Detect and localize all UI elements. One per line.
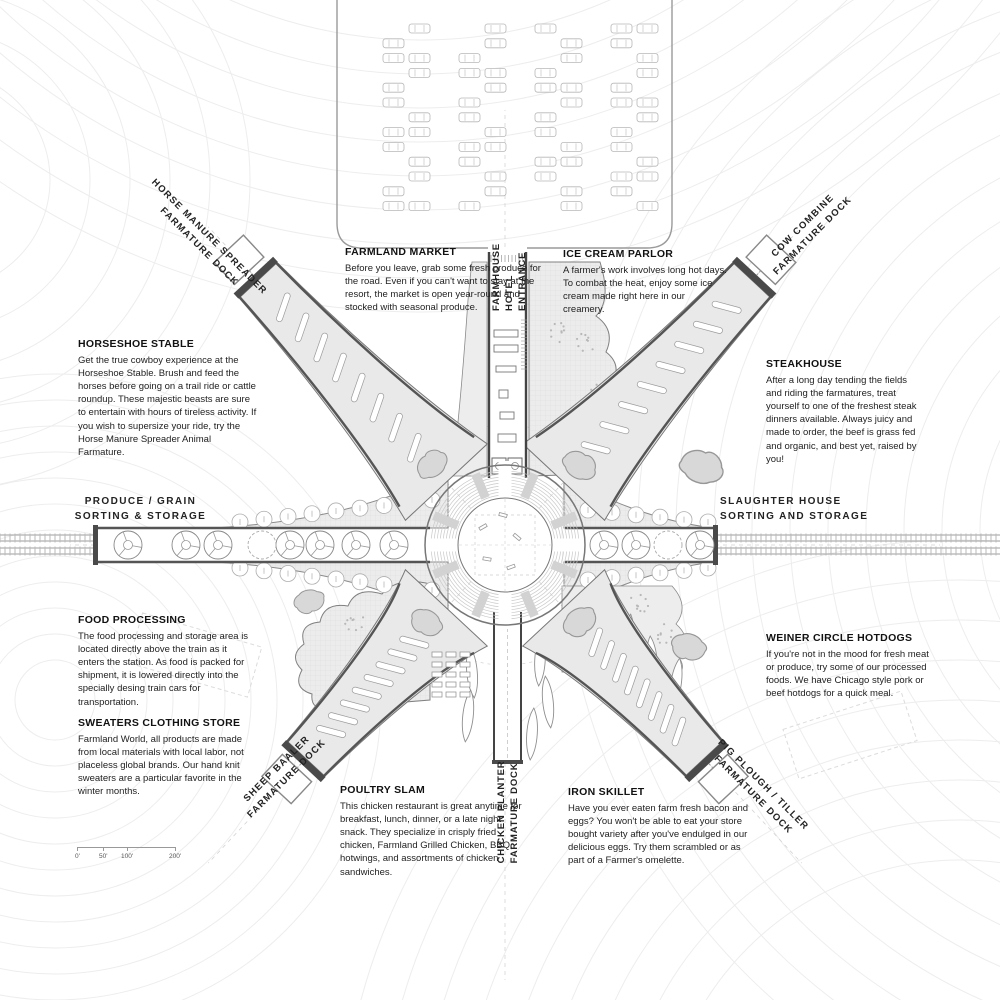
note-food-processing: FOOD PROCESSING The food processing and …	[78, 614, 250, 709]
note-ice-cream-parlor-body: A farmer's work involves long hot days. …	[563, 265, 727, 316]
note-weiner-circle-body: If you're not in the mood for fresh meat…	[766, 649, 929, 700]
scale-tick	[77, 847, 78, 851]
animal-figure	[411, 608, 444, 637]
note-farmland-market: FARMLAND MARKET Before you leave, grab s…	[345, 246, 541, 314]
note-steakhouse-body: After a long day tending the fields and …	[766, 375, 917, 465]
note-weiner-circle: WEINER CIRCLE HOTDOGS If you're not in t…	[766, 632, 938, 700]
note-iron-skillet-body: Have you ever eaten farm fresh bacon and…	[568, 803, 749, 867]
note-steakhouse: STEAKHOUSE After a long day tending the …	[766, 358, 924, 466]
scale-tick	[127, 847, 128, 851]
note-farmland-market-body: Before you leave, grab some fresh produc…	[345, 263, 541, 314]
note-ice-cream-parlor-title: ICE CREAM PARLOR	[563, 248, 674, 260]
wing-west-produce	[93, 525, 430, 565]
note-horseshoe-stable-body: Get the true cowboy experience at the Ho…	[78, 355, 257, 458]
note-sweaters-store-body: Farmland World, all products are made fr…	[78, 734, 244, 798]
note-poultry-slam-body: This chicken restaurant is great anytime…	[340, 801, 522, 878]
central-ring	[421, 461, 589, 629]
note-ice-cream-parlor: ICE CREAM PARLOR A farmer's work involve…	[563, 248, 728, 316]
note-weiner-circle-title: WEINER CIRCLE HOTDOGS	[766, 632, 913, 644]
scale-bar: 0' 50' 100' 200'	[75, 840, 187, 864]
animal-figure	[562, 607, 597, 638]
label-farmhouse-hotel-entrance: FARMHOUSE HOTEL ENTRANCE	[490, 243, 528, 311]
chicken-planter-path	[431, 612, 523, 764]
scale-label-0: 0'	[75, 853, 80, 860]
note-food-processing-title: FOOD PROCESSING	[78, 614, 186, 626]
animal-figure	[293, 589, 325, 615]
note-steakhouse-title: STEAKHOUSE	[766, 358, 842, 370]
scale-label-100: 100'	[121, 853, 134, 860]
note-farmland-market-title: FARMLAND MARKET	[345, 246, 457, 258]
parking-lot	[336, 0, 673, 249]
animal-figures	[293, 449, 724, 661]
zone-produce-grain: PRODUCE / GRAIN SORTING & STORAGE	[74, 496, 207, 522]
note-horseshoe-stable-title: HORSESHOE STABLE	[78, 338, 195, 350]
scale-tick	[175, 847, 176, 851]
scale-label-200: 200'	[169, 853, 182, 860]
note-iron-skillet: IRON SKILLET Have you ever eaten farm fr…	[568, 786, 753, 868]
note-poultry-slam-title: POULTRY SLAM	[340, 784, 426, 796]
note-horseshoe-stable: HORSESHOE STABLE Get the true cowboy exp…	[78, 338, 258, 459]
note-food-processing-body: The food processing and storage area is …	[78, 631, 249, 708]
animal-figure	[561, 450, 596, 480]
animal-figure	[671, 633, 708, 661]
zone-slaughter-house: SLAUGHTER HOUSE SORTING AND STORAGE	[720, 496, 869, 522]
scale-label-50: 50'	[99, 853, 108, 860]
dock-chicken-planter: CHICKEN PLANTER FARMATURE DOCK	[496, 760, 520, 864]
note-sweaters-store-title: SWEATERS CLOTHING STORE	[78, 717, 241, 729]
animal-figure	[678, 449, 724, 485]
wing-east-slaughter	[565, 525, 718, 565]
note-poultry-slam: POULTRY SLAM This chicken restaurant is …	[340, 784, 525, 879]
note-sweaters-store: SWEATERS CLOTHING STORE Farmland World, …	[78, 717, 250, 799]
animal-figure	[417, 449, 448, 479]
scale-tick	[103, 847, 104, 851]
scale-bar-line	[77, 847, 176, 848]
note-iron-skillet-title: IRON SKILLET	[568, 786, 645, 798]
